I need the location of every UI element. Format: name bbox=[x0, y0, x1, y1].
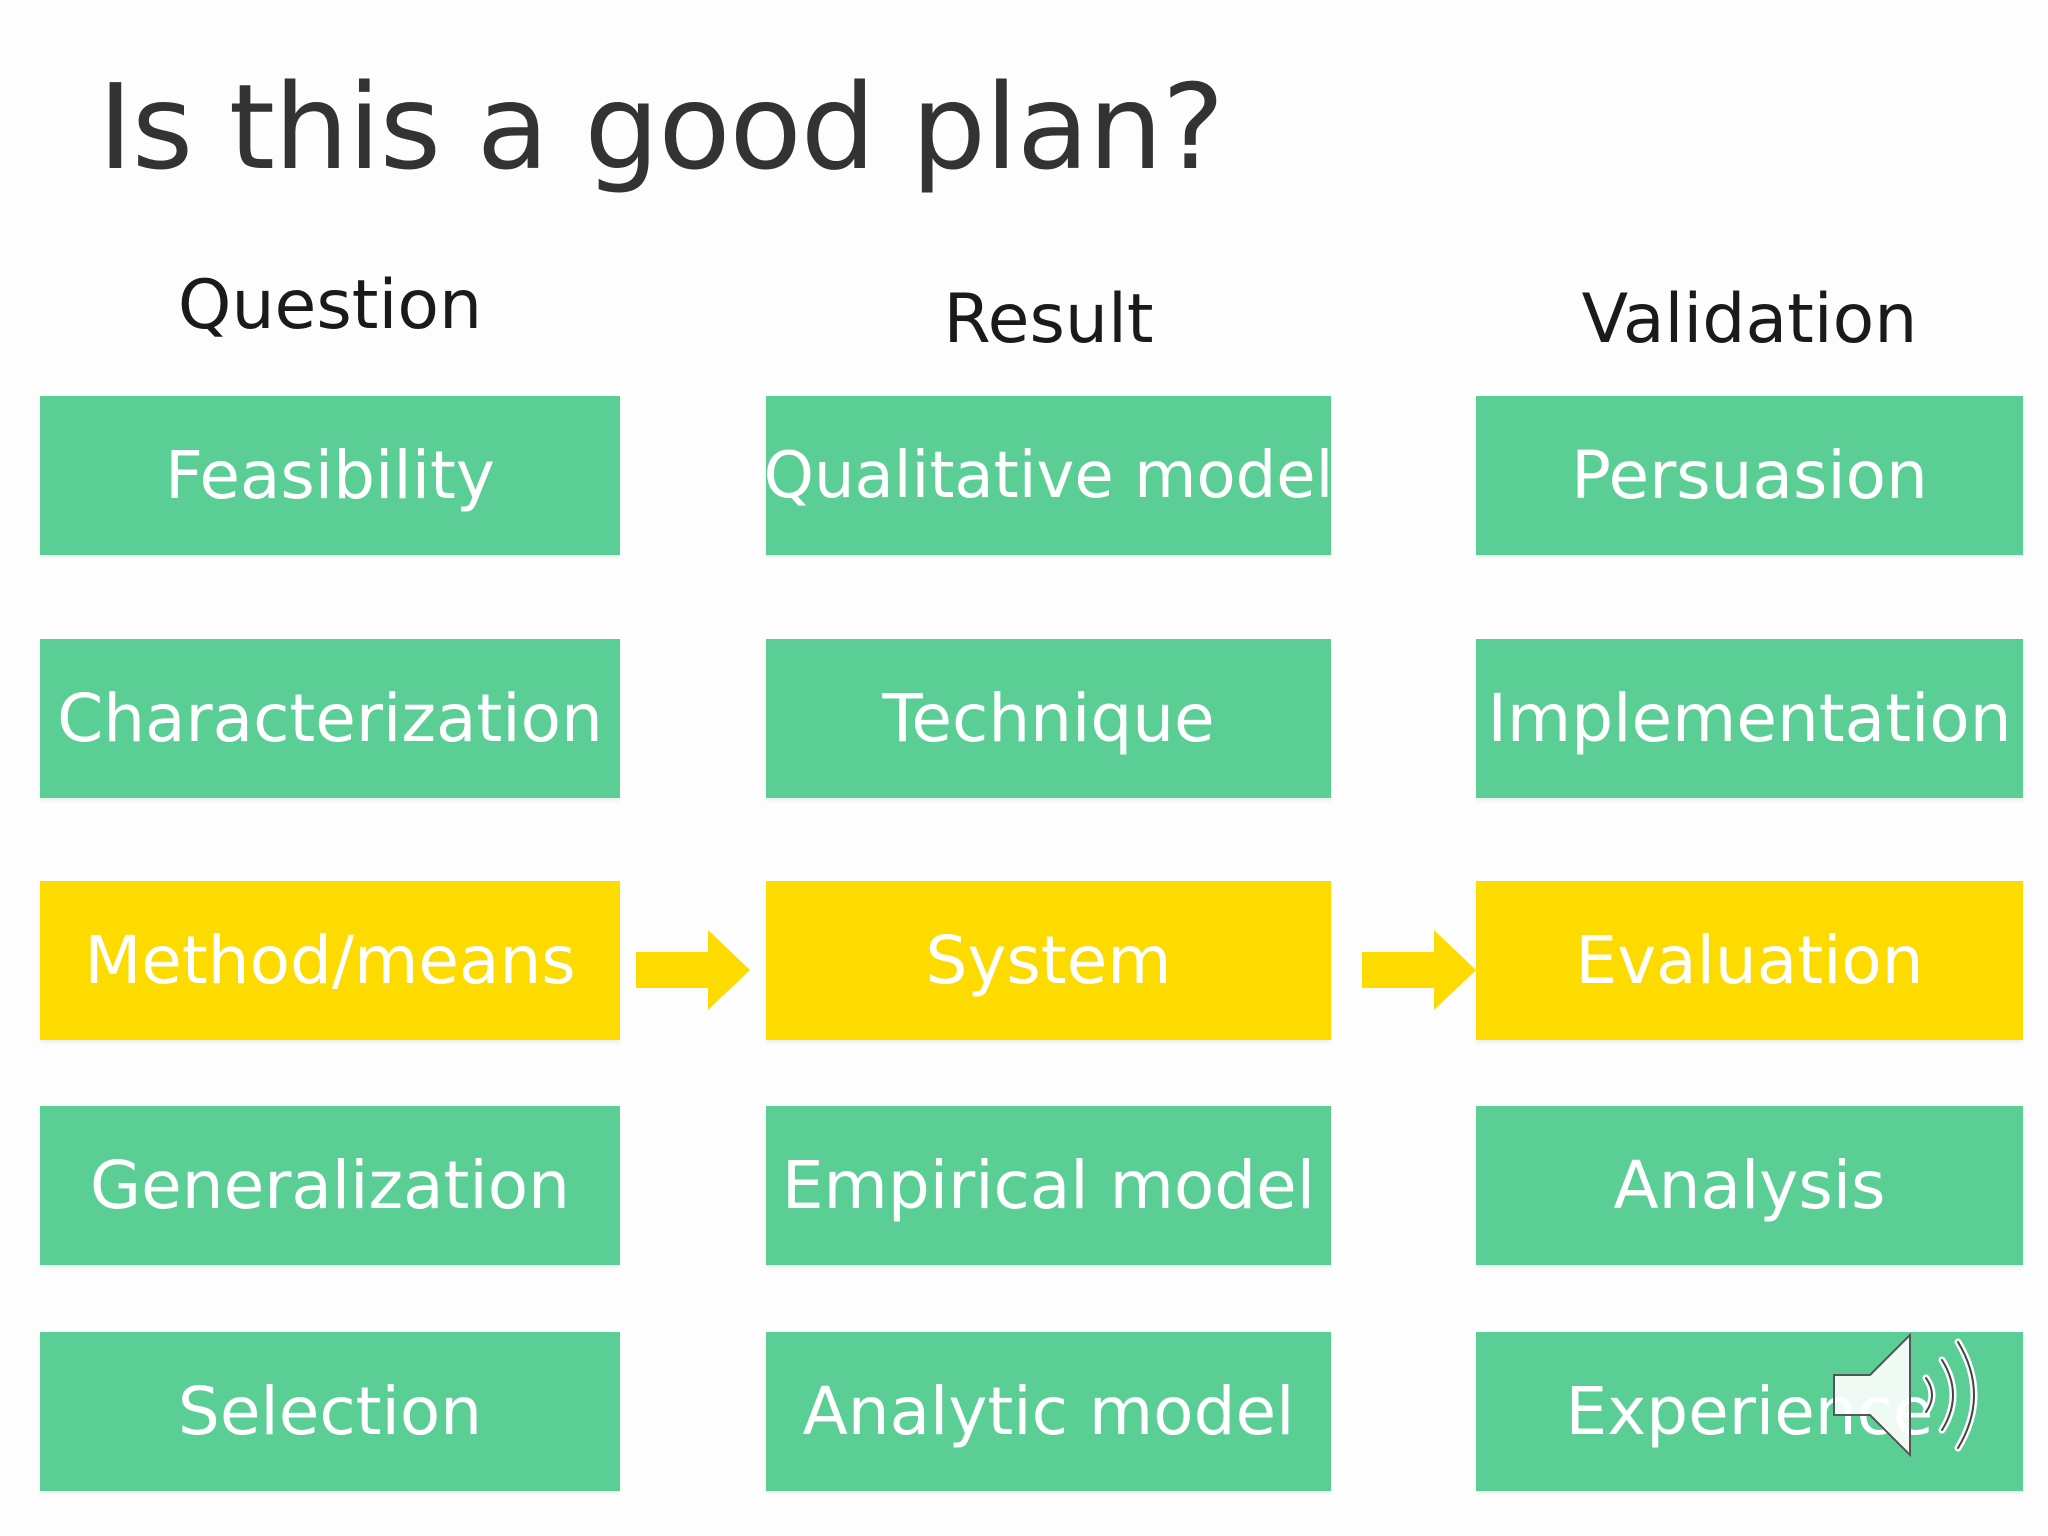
validation-box-label: Persuasion bbox=[1571, 437, 1928, 514]
result-box-qualitative-model: Qualitative model bbox=[766, 396, 1331, 555]
result-box-label: Qualitative model bbox=[766, 438, 1331, 513]
question-box-characterization: Characterization bbox=[40, 639, 620, 798]
result-box-label: Analytic model bbox=[802, 1373, 1295, 1450]
result-box-system: System bbox=[766, 881, 1331, 1040]
validation-box-label: Evaluation bbox=[1575, 922, 1924, 999]
column-header-question: Question bbox=[177, 266, 483, 345]
question-box-label: Selection bbox=[177, 1373, 483, 1450]
result-box-label: System bbox=[925, 922, 1172, 999]
validation-box-analysis: Analysis bbox=[1476, 1106, 2023, 1265]
validation-box-evaluation: Evaluation bbox=[1476, 881, 2023, 1040]
column-header-result: Result bbox=[943, 280, 1154, 359]
speaker-volume-icon[interactable] bbox=[1830, 1330, 1990, 1460]
question-box-label: Method/means bbox=[84, 922, 576, 999]
result-box-empirical-model: Empirical model bbox=[766, 1106, 1331, 1265]
validation-box-label: Analysis bbox=[1613, 1147, 1886, 1224]
question-box-method-means: Method/means bbox=[40, 881, 620, 1040]
validation-box-persuasion: Persuasion bbox=[1476, 396, 2023, 555]
question-box-selection: Selection bbox=[40, 1332, 620, 1491]
column-header-validation: Validation bbox=[1581, 280, 1918, 359]
result-box-label: Empirical model bbox=[781, 1147, 1316, 1224]
slide-title: Is this a good plan? bbox=[98, 58, 1225, 196]
validation-box-label: Implementation bbox=[1487, 680, 2012, 757]
question-box-feasibility: Feasibility bbox=[40, 396, 620, 555]
result-box-technique: Technique bbox=[766, 639, 1331, 798]
right-arrow-icon bbox=[1362, 930, 1476, 1010]
question-box-generalization: Generalization bbox=[40, 1106, 620, 1265]
right-arrow-icon bbox=[636, 930, 750, 1010]
validation-box-implementation: Implementation bbox=[1476, 639, 2023, 798]
question-box-label: Feasibility bbox=[165, 437, 495, 514]
result-box-label: Technique bbox=[882, 680, 1215, 757]
question-box-label: Generalization bbox=[90, 1147, 570, 1224]
result-box-analytic-model: Analytic model bbox=[766, 1332, 1331, 1491]
question-box-label: Characterization bbox=[57, 680, 603, 757]
